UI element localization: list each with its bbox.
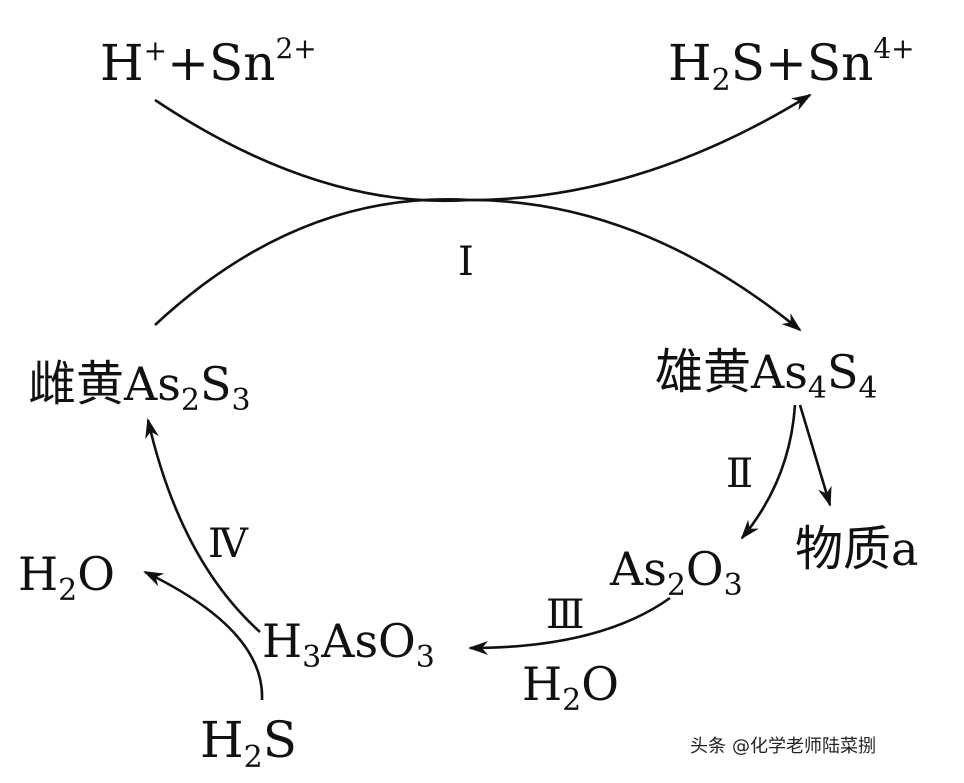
watermark: 头条@化学老师陆菜捌 [690,736,876,757]
step-label-i: Ⅰ [458,239,474,285]
label-h2o-left: H2O [18,547,115,608]
arrow-as2o3-to-h3aso3 [468,596,671,655]
label-h2o-step-iii: H2O [522,657,619,718]
label-realgar: 雄黄As4S4 [655,344,878,406]
label-as2o3: As2O3 [609,542,743,603]
arrow-realgar-to-as2o3 [740,404,797,540]
label-h-plus-sn2: H++Sn2+ [100,32,317,92]
label-h2s-sn4: H2S+Sn4+ [668,32,915,98]
label-substance-a: 物质a [795,521,918,577]
arrow-h2s-to-h2o [143,570,264,701]
arrow-orpiment-to-h2s-sn4 [154,93,812,326]
label-orpiment: 雌黄As2S3 [28,356,251,418]
step-label-ii: Ⅱ [726,451,753,497]
arrow-h-sn2-to-realgar [154,98,802,332]
step-label-iv: Ⅳ [208,521,249,567]
step-label-iii: Ⅲ [546,592,585,638]
arrow-h3aso3-to-orpiment [145,418,261,633]
arrow-realgar-to-substance-a [798,404,832,507]
label-h2s-bottom: H2S [200,711,297,775]
label-h3aso3: H3AsO3 [262,614,435,675]
